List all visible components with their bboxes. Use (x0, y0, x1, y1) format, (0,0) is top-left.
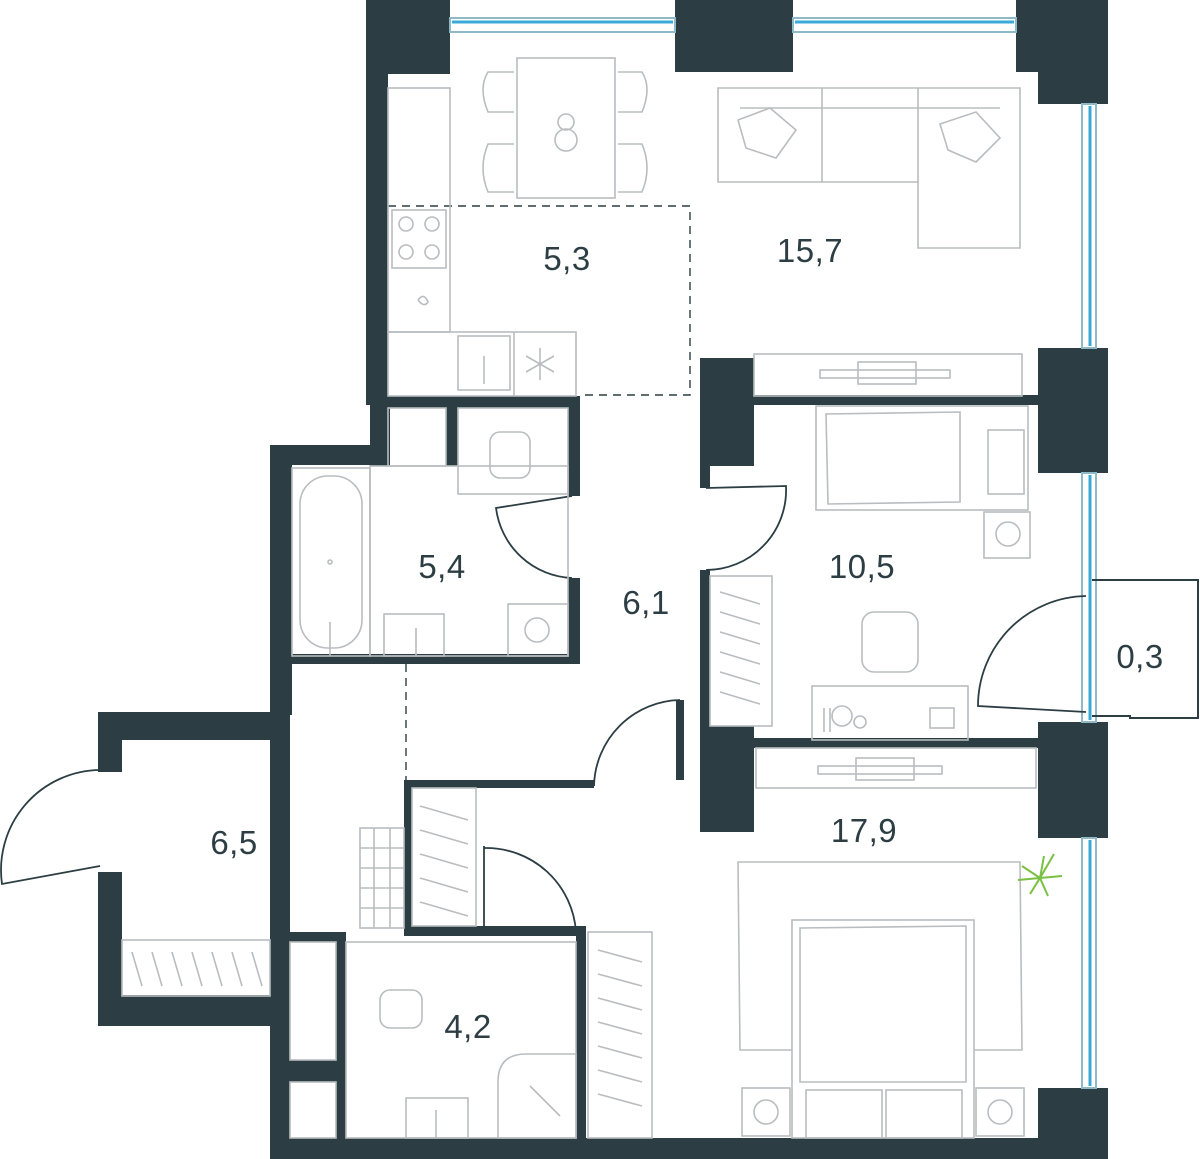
area-kitchen: 5,3 (543, 240, 590, 277)
balcony-outline (1092, 579, 1199, 719)
dining-table-icon (482, 57, 648, 199)
sofa-icon (717, 87, 1021, 249)
area-balcony: 0,3 (1116, 638, 1163, 675)
double-bed-icon (737, 861, 1025, 1139)
area-bedroom-small: 10,5 (829, 548, 895, 585)
area-hall: 6,5 (210, 824, 257, 861)
single-bed-icon (815, 405, 1031, 559)
area-bedroom-master: 17,9 (831, 812, 897, 849)
area-labels: 5,3 15,7 5,4 6,1 10,5 0,3 6,5 17,9 4,2 (210, 232, 1163, 1045)
area-living: 15,7 (777, 232, 843, 269)
bathtub-icon (291, 467, 371, 657)
zone-dividers (388, 205, 691, 780)
doors (0, 485, 1087, 933)
furniture (121, 57, 1063, 1139)
desk-icon (811, 611, 969, 741)
kitchen-counter-icon (387, 87, 577, 397)
plant-icon (1017, 853, 1063, 897)
area-bathroom: 5,4 (418, 548, 465, 585)
windows (449, 17, 1097, 1089)
area-shower-room: 4,2 (444, 1008, 491, 1045)
walls (98, 0, 1108, 1159)
shelf-icon (359, 827, 405, 929)
area-corridor: 6,1 (622, 584, 669, 621)
